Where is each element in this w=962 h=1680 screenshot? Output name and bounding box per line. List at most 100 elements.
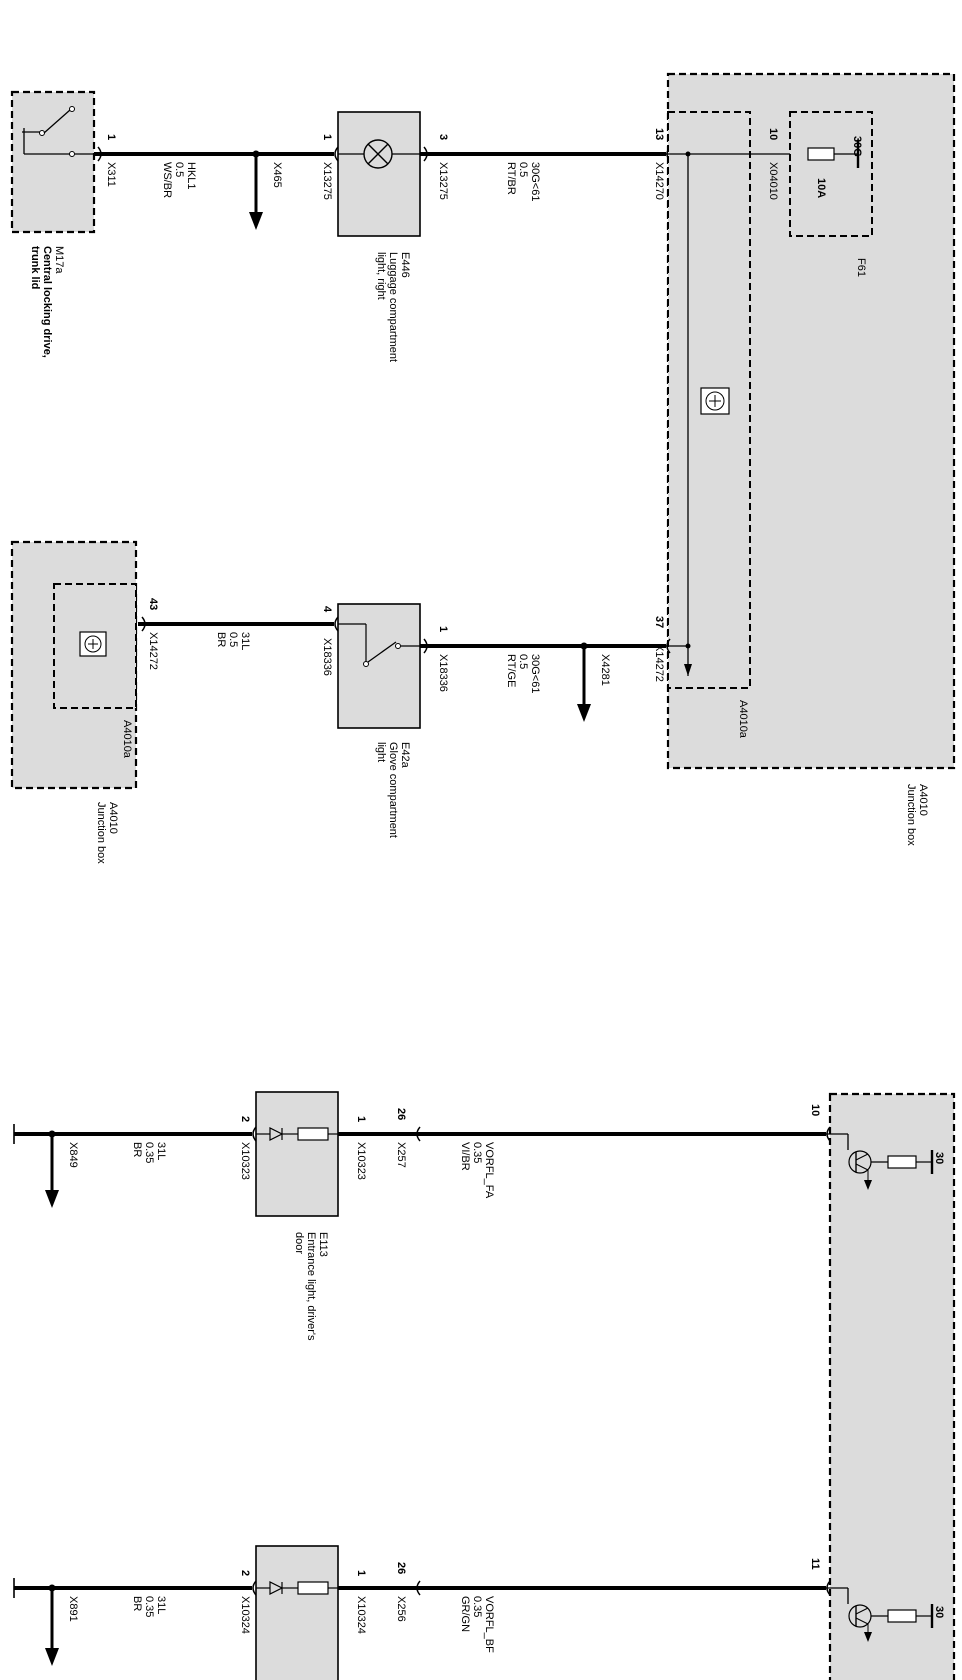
- w31l-2-color: BR: [131, 1142, 143, 1157]
- vorfl-bf-name: VORFL_BF: [483, 1596, 495, 1653]
- a4010-pin-13: 13: [653, 128, 665, 140]
- junction-box-a4010-ground: 43 X14272 A4010a A4010 Junction box: [10, 540, 159, 864]
- a4010-left-connector: X14272: [147, 632, 159, 670]
- fuse-icon: [807, 147, 835, 161]
- a4010-code: A4010: [917, 784, 929, 816]
- led-icon: [269, 1127, 284, 1141]
- switch-icon: [367, 641, 397, 663]
- a4010-desc: Junction box: [905, 784, 917, 846]
- control-module-outputs: 30 10 30 11: [809, 1092, 956, 1680]
- e446-code: E446: [399, 252, 411, 278]
- hkl1-name: HKL1: [185, 162, 197, 190]
- w31l-1-gauge: 0.5: [227, 632, 239, 647]
- f61-code: F61: [855, 258, 867, 277]
- hkl1-gauge: 0.5: [173, 162, 185, 177]
- m17a-pin: 1: [105, 134, 117, 140]
- vorfl-bf-gauge: 0.35: [471, 1596, 483, 1617]
- fuse-f61: 10 X04010 10A 30G F61: [767, 111, 873, 277]
- e113-pin-right: 1: [355, 1116, 367, 1122]
- passenger-light-pin-left: 2: [239, 1570, 251, 1576]
- x849-ground-arrow-icon: [45, 1190, 59, 1208]
- w31l-3-name: 31L: [155, 1596, 167, 1614]
- wire-31l-br: 31L 0.5 BR: [138, 616, 339, 650]
- f61-connector: X04010: [767, 162, 779, 200]
- e446-desc-line2: light, right: [375, 252, 387, 300]
- e42a-code: E42a: [399, 742, 411, 769]
- vorfl-fa-connector: X257: [395, 1142, 407, 1168]
- a4010-left-desc: Junction box: [95, 802, 107, 864]
- glove-compartment-light-e42a: 4 1 X18336 X18336 E42a Glove compartment…: [321, 603, 449, 838]
- passenger-light-conn-right: X10324: [355, 1596, 367, 1634]
- w30g-1-gauge: 0.5: [517, 162, 529, 177]
- m17a-desc-line2: trunk lid: [29, 246, 41, 289]
- vorfl-fa-gauge: 0.35: [471, 1142, 483, 1163]
- a4010-left-pin: 43: [147, 598, 159, 610]
- w30g-1-color: RT/BR: [505, 162, 517, 195]
- vorfl-bf-color: GR/GN: [459, 1596, 471, 1632]
- x465-label: X465: [271, 162, 283, 188]
- vorfl-fa-pin: 26: [395, 1108, 407, 1120]
- w31l-2-gauge: 0.35: [143, 1142, 155, 1163]
- x891-ground-arrow-icon: [45, 1648, 59, 1666]
- w31l-3-color: BR: [131, 1596, 143, 1611]
- w31l-3-gauge: 0.35: [143, 1596, 155, 1617]
- wire-31l-ground-x891: X891 31L 0.35 BR: [13, 1578, 257, 1666]
- x891-label: X891: [67, 1596, 79, 1622]
- f61-rating: 10A: [815, 178, 827, 198]
- e113-conn-left: X10323: [239, 1142, 251, 1180]
- e42a-conn-left: X18336: [321, 638, 333, 676]
- a4010a-label: A4010a: [737, 700, 749, 739]
- e42a-pin-left: 4: [321, 606, 333, 613]
- e446-pin-left: 1: [321, 134, 333, 140]
- e42a-desc-line1: Glove compartment: [387, 742, 399, 838]
- wire-hkl1: HKL1 0.5 WS/BR X465: [94, 146, 339, 230]
- vorfl-bf-pin: 26: [395, 1562, 407, 1574]
- w31l-1-color: BR: [215, 632, 227, 647]
- w31l-2-name: 31L: [155, 1142, 167, 1160]
- wire-vorfl-fa: 26 X257 VORFL_FA 0.35 VI/BR: [338, 1108, 831, 1199]
- vorfl-fa-name: VORFL_FA: [483, 1142, 495, 1199]
- e113-code: E113: [317, 1232, 329, 1257]
- vorfl-fa-color: VI/BR: [459, 1142, 471, 1171]
- e446-pin-right: 3: [437, 134, 449, 140]
- module-terminal-30-a: 30: [933, 1152, 945, 1164]
- wire-31l-ground-x849: X849 31L 0.35 BR: [13, 1124, 257, 1208]
- junction-box-a4010: 13 X14270 37 X14272 A4010a A4010 Junctio…: [653, 72, 956, 846]
- x849-label: X849: [67, 1142, 79, 1168]
- passenger-light-conn-left: X10324: [239, 1596, 251, 1634]
- e113-conn-right: X10323: [355, 1142, 367, 1180]
- module-terminal-30-b: 30: [933, 1606, 945, 1618]
- a4010-left-code: A4010: [107, 802, 119, 834]
- e113-desc-line2: door: [293, 1232, 305, 1254]
- a4010-conn-x14270: X14270: [653, 162, 665, 200]
- e113-pin-left: 2: [239, 1116, 251, 1122]
- w30g-2-gauge: 0.5: [517, 654, 529, 669]
- module-pin-10: 10: [809, 1104, 821, 1116]
- e42a-pin-right: 1: [437, 626, 449, 632]
- f61-terminal: 30G: [851, 136, 863, 157]
- w31l-1-name: 31L: [239, 632, 251, 650]
- e42a-conn-right: X18336: [437, 654, 449, 692]
- wire-30g-rt-ge: 30G<61 0.5 RT/GE X4281: [420, 638, 671, 722]
- w30g-2-name: 30G<61: [529, 654, 541, 693]
- internal-arrow-icon: [684, 664, 692, 676]
- e446-desc-line1: Luggage compartment: [387, 252, 399, 362]
- module-pin-11: 11: [809, 1558, 821, 1570]
- a4010-conn-x14272: X14272: [653, 644, 665, 682]
- x465-ground-arrow-icon: [249, 212, 263, 230]
- passenger-light-pin-right: 1: [355, 1570, 367, 1576]
- wire-30g-rt-br: 30G<61 0.5 RT/BR: [420, 146, 671, 201]
- m17a-connector: X311: [105, 162, 117, 187]
- vorfl-bf-connector: X256: [395, 1596, 407, 1622]
- x4281-label: X4281: [599, 654, 611, 686]
- a4010a-left-label: A4010a: [121, 720, 133, 759]
- m17a-desc-line1: Central locking drive,: [41, 246, 53, 358]
- entrance-light-driver-door-e113: 2 1 X10323 X10323 E113 Entrance light, d…: [239, 1091, 367, 1341]
- hkl1-color: WS/BR: [161, 162, 173, 198]
- f61-pin: 10: [767, 128, 779, 140]
- e446-conn-left: X13275: [321, 162, 333, 200]
- a4010-pin-37: 37: [653, 616, 665, 628]
- luggage-compartment-light-e446: 1 3 X13275 X13275 E446 Luggage compartme…: [321, 111, 449, 362]
